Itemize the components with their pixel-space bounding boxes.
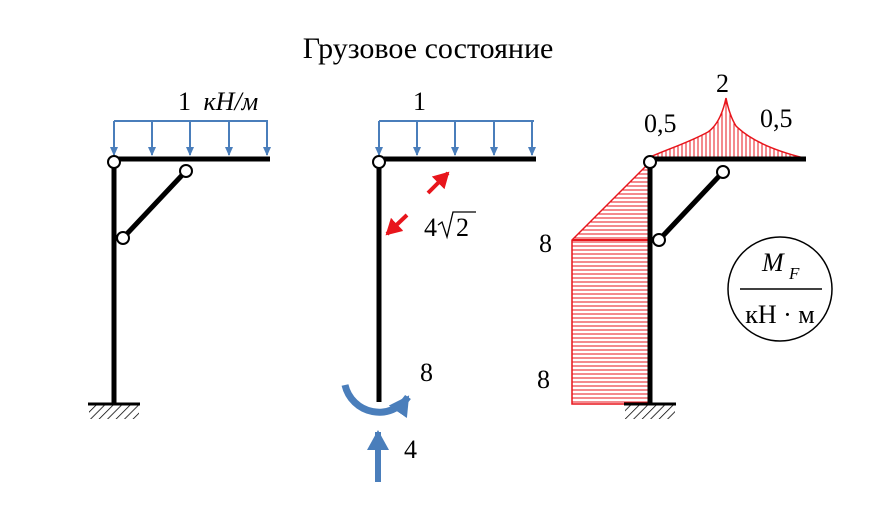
hinge-column-3 [652,233,666,247]
moment-mid-value: 8 [539,229,552,258]
moment-diagram-column [571,160,651,405]
hinge-top-3 [643,155,657,169]
frame-3: 2 0,5 0,5 8 8 M F кН · м [537,69,833,419]
moment-diagram-beam [647,97,805,159]
moment-value: 8 [420,358,433,387]
hinge-beam-3 [716,165,730,179]
moment-base-value: 8 [537,365,550,394]
brace-force-arrow-up [426,171,450,195]
moment-left-value: 0,5 [644,109,677,138]
hinge-top-2 [372,155,386,169]
brace-1 [121,169,188,240]
moment-arrow [341,384,411,419]
fixed-support-3 [624,402,676,419]
legend-subscript: F [788,264,800,283]
load-unit-1: кН/м [204,87,259,116]
hinge-top-1 [107,155,121,169]
frame-2: 1 4 2 8 4 [341,87,536,482]
moment-right-value: 0,5 [760,104,793,133]
page-title: Грузовое состояние [303,32,554,65]
frame-1: 1 кН/м [88,87,271,419]
axial-value: 4 [404,435,417,464]
force-radical: 2 [456,213,469,242]
moment-peak-value: 2 [716,69,729,98]
load-label-1: 1 кН/м [178,87,258,116]
force-coef: 4 [424,213,437,242]
diagram-legend: M F кН · м [727,236,833,342]
distributed-load-2 [375,120,536,156]
distributed-load-1 [110,120,271,156]
hinge-beam-1 [179,164,193,178]
brace-force-arrow-down [385,213,409,236]
brace-force-label: 4 2 [424,211,476,242]
legend-units: кН · м [745,300,815,329]
legend-symbol: M [761,248,785,277]
hinge-column-1 [116,231,130,245]
brace-3 [657,170,725,242]
load-value-1: 1 [178,87,191,116]
load-value-2: 1 [413,87,426,116]
fixed-support-1 [88,402,140,419]
